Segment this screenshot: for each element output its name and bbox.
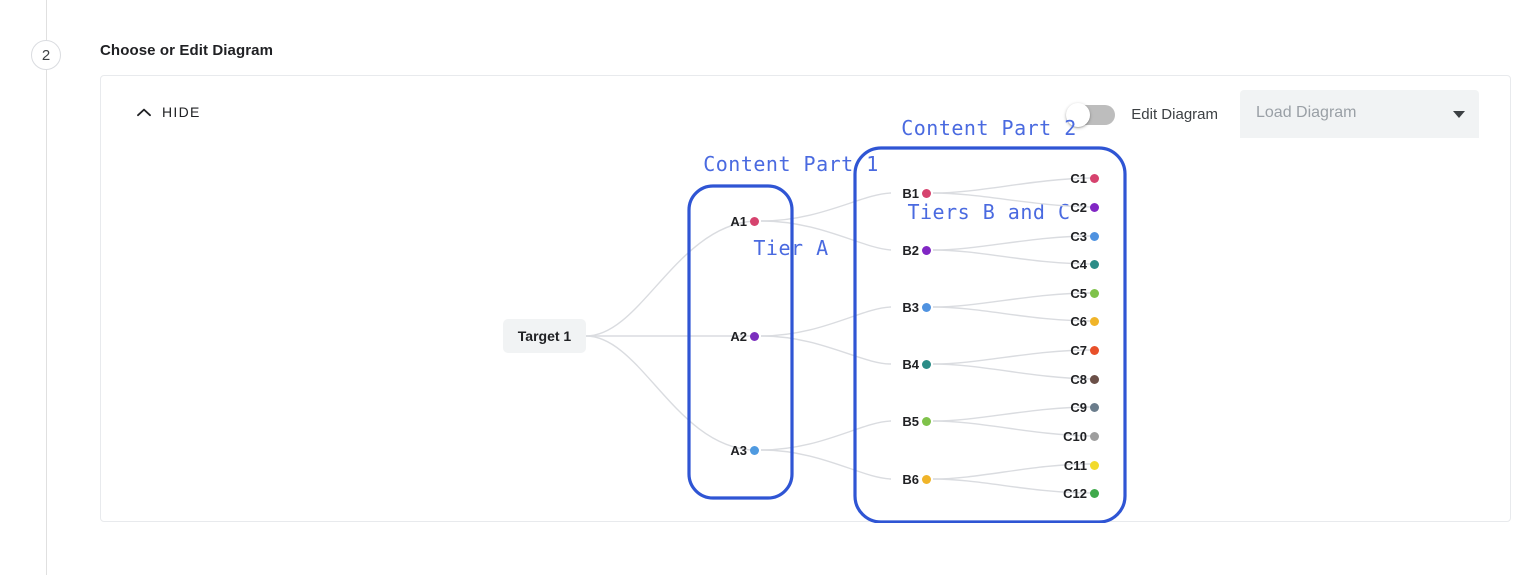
group-box-tiers-bc[interactable]: [853, 146, 1127, 523]
node-a2-label: A2: [730, 329, 747, 344]
node-c3-dot: [1090, 232, 1099, 241]
edit-controls: Edit Diagram Load Diagram: [1065, 90, 1479, 138]
hide-button[interactable]: HIDE: [137, 104, 201, 120]
group-title-tier-a-line1: Content Part 1: [703, 152, 879, 176]
node-c2-dot: [1090, 203, 1099, 212]
node-b1-dot: [922, 189, 931, 198]
group-title-tier-a-line2: Tier A: [753, 236, 829, 260]
stepper-rail: [46, 0, 47, 575]
node-c5-label: C5: [1070, 286, 1087, 301]
step-number-badge: 2: [31, 40, 61, 70]
node-c3-label: C3: [1070, 229, 1087, 244]
node-target-1-label: Target 1: [517, 328, 572, 344]
group-title-tiers-bc-line1: Content Part 2: [901, 116, 1077, 140]
node-c10-label: C10: [1063, 429, 1087, 444]
edit-diagram-toggle[interactable]: [1065, 103, 1117, 127]
group-title-tier-a: Content Part 1 Tier A: [656, 94, 926, 318]
node-c11-dot: [1090, 461, 1099, 470]
node-b6-label: B6: [902, 472, 919, 487]
node-c8-label: C8: [1070, 372, 1087, 387]
chevron-down-icon: [1453, 111, 1465, 118]
node-a3-label: A3: [730, 443, 747, 458]
node-a2-dot: [750, 332, 759, 341]
chevron-up-icon: [137, 108, 151, 117]
node-c4-label: C4: [1070, 257, 1087, 272]
node-c1-dot: [1090, 174, 1099, 183]
hide-button-label: HIDE: [162, 104, 201, 120]
node-c10-dot: [1090, 432, 1099, 441]
node-b6-dot: [922, 475, 931, 484]
node-c6-label: C6: [1070, 314, 1087, 329]
load-diagram-placeholder: Load Diagram: [1256, 104, 1357, 121]
node-c4-dot: [1090, 260, 1099, 269]
node-b5-label: B5: [902, 414, 919, 429]
node-c11-label: C11: [1063, 458, 1087, 473]
node-c9-label: C9: [1070, 400, 1087, 415]
node-b3-label: B3: [902, 300, 919, 315]
node-a3-dot: [750, 446, 759, 455]
node-b2-label: B2: [902, 243, 919, 258]
node-c8-dot: [1090, 375, 1099, 384]
node-c12-dot: [1090, 489, 1099, 498]
load-diagram-select[interactable]: Load Diagram: [1240, 90, 1479, 138]
node-b3-dot: [922, 303, 931, 312]
group-box-tier-a[interactable]: [687, 184, 794, 500]
diagram-card: HIDE Edit Diagram Load Diagram Content P…: [100, 75, 1512, 523]
node-c7-dot: [1090, 346, 1099, 355]
node-c1-label: C1: [1070, 171, 1087, 186]
node-c6-dot: [1090, 317, 1099, 326]
node-a1-dot: [750, 217, 759, 226]
node-b4-dot: [922, 360, 931, 369]
edit-diagram-label: Edit Diagram: [1131, 105, 1218, 123]
node-b1-label: B1: [902, 186, 919, 201]
page-title: Choose or Edit Diagram: [100, 42, 274, 59]
node-c7-label: C7: [1070, 343, 1087, 358]
diagram-canvas[interactable]: Content Part 1 Tier A Content Part 2 Tie…: [101, 76, 1512, 523]
toggle-knob: [1066, 103, 1091, 127]
diagram-links-layer: [585, 146, 1127, 523]
node-b2-dot: [922, 246, 931, 255]
node-c9-dot: [1090, 403, 1099, 412]
node-b4-label: B4: [902, 357, 919, 372]
node-a1-label: A1: [730, 214, 747, 229]
node-target-1[interactable]: Target 1: [503, 319, 586, 353]
node-c2-label: C2: [1070, 200, 1087, 215]
node-c12-label: C12: [1063, 486, 1087, 501]
node-c5-dot: [1090, 289, 1099, 298]
node-b5-dot: [922, 417, 931, 426]
